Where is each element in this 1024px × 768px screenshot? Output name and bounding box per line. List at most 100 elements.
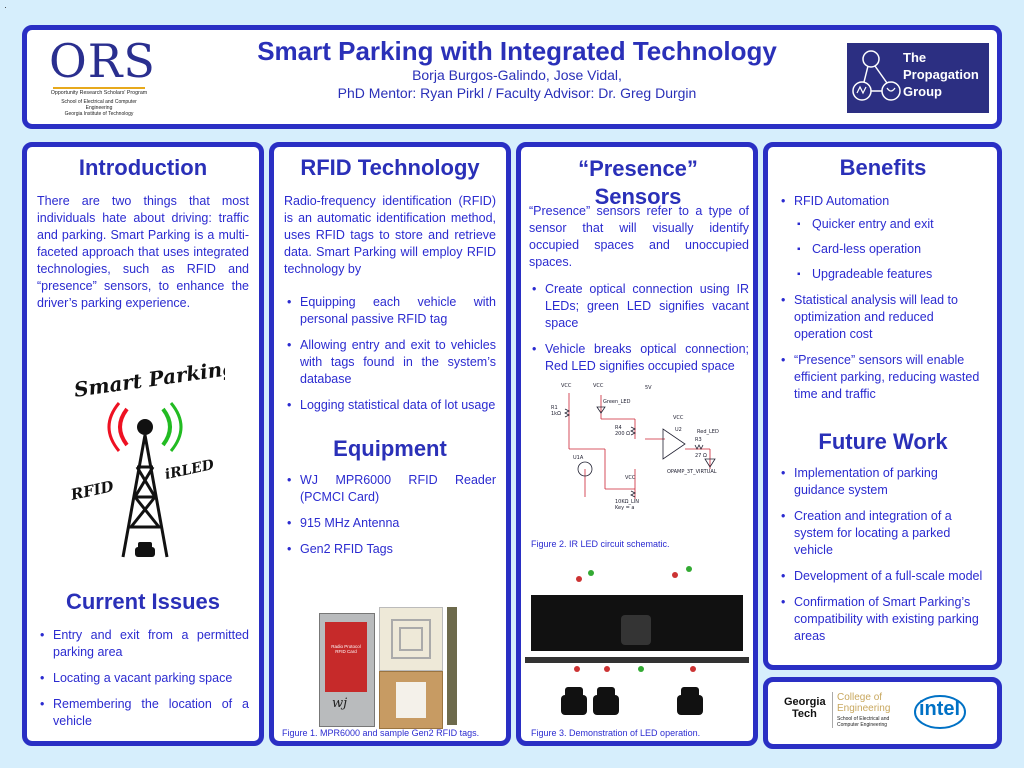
schematic-label: VCC (673, 415, 684, 421)
future-work-title: Future Work (818, 429, 948, 454)
figure2-caption: Figure 2. IR LED circuit schematic. (531, 539, 670, 549)
poster-title: Smart Parking with Integrated Technology (257, 36, 777, 66)
benefits-panel: Benefits RFID Automation Quicker entry a… (763, 142, 1002, 670)
authors: Borja Burgos-Galindo, Jose Vidal, (412, 67, 622, 83)
ors-logo-line1: Opportunity Research Scholars' Program (50, 90, 148, 96)
ors-logo-letters: ORS (49, 34, 156, 88)
schematic-label: R1 (551, 405, 558, 411)
propagation-network-icon (852, 50, 901, 101)
list-item: Create optical connection using IR LEDs;… (532, 281, 749, 332)
rfid-tag-image-2 (379, 671, 443, 729)
propagation-logo-line2: Propagation (903, 67, 979, 82)
list-item: Gen2 RFID Tags (287, 541, 496, 558)
parking-demo-image (521, 561, 753, 727)
rfid-panel: RFID Technology Radio-frequency identifi… (269, 142, 511, 746)
introduction-text: There are two things that most individua… (37, 194, 249, 310)
introduction-panel: Introduction There are two things that m… (22, 142, 264, 746)
rfid-list: Equipping each vehicle with personal pas… (284, 294, 496, 414)
list-item: Locating a vacant parking space (40, 670, 249, 687)
car-icon (561, 687, 703, 715)
header-panel: ORS Opportunity Research Scholars' Progr… (22, 25, 1002, 129)
figure3-caption: Figure 3. Demonstration of LED operation… (531, 728, 701, 738)
schematic-label: R3 (695, 437, 702, 443)
list-item: Statistical analysis will lead to optimi… (781, 292, 988, 343)
rfid-reader-card: Radio Protocol RFID Card wj (319, 613, 375, 727)
schematic-label: 27 Ω (695, 453, 707, 459)
schematic-label: 200 Ω (615, 431, 630, 437)
presence-text: “Presence” sensors refer to a type of se… (529, 204, 749, 269)
propagation-logo-line3: Group (903, 84, 942, 99)
rfid-title: RFID Technology (300, 155, 480, 180)
rfid-text: Radio-frequency identification (RFID) is… (284, 194, 496, 276)
mentors: PhD Mentor: Ryan Pirkl / Faculty Advisor… (337, 85, 697, 101)
current-issues-title: Current Issues (65, 589, 221, 614)
list-item: Logging statistical data of lot usage (287, 397, 496, 414)
list-item: Development of a full-scale model (781, 568, 988, 585)
car-icon (135, 542, 155, 557)
equipment-list: WJ MPR6000 RFID Reader (PCMCI Card) 915 … (284, 472, 496, 558)
list-item: Upgradeable features (797, 266, 988, 283)
smart-parking-graphic: Smart Parking RFID iRLED (68, 355, 225, 558)
list-item: Quicker entry and exit (797, 216, 988, 233)
ors-logo: ORS Opportunity Research Scholars' Progr… (49, 34, 156, 122)
list-item: Creation and integration of a system for… (781, 508, 988, 559)
list-item: Implementation of parking guidance syste… (781, 465, 988, 499)
figure1-caption: Figure 1. MPR6000 and sample Gen2 RFID t… (282, 728, 480, 738)
coe-line2: Engineering (837, 703, 891, 714)
list-item: Remembering the location of a vehicle (40, 696, 249, 730)
gt-line1: Georgia (784, 696, 826, 708)
schematic-label: Green_LED (603, 399, 631, 405)
ece-line2: Computer Engineering (837, 722, 888, 728)
equipment-photo: Radio Protocol RFID Card wj (319, 607, 467, 729)
irled-graphic-text: iRLED (164, 457, 217, 483)
corner-mark: · (4, 2, 7, 12)
benefits-list: RFID Automation Quicker entry and exit C… (778, 193, 988, 403)
equipment-title: Equipment (333, 436, 447, 461)
schematic-label: OPAMP_3T_VIRTUAL (667, 469, 717, 475)
propagation-logo-line1: The (903, 50, 927, 65)
schematic-label: VCC (561, 383, 572, 389)
georgia-tech-logo: Georgia Tech (784, 696, 826, 720)
list-item: Vehicle breaks optical connection; Red L… (532, 341, 749, 375)
list-item: RFID Automation Quicker entry and exit C… (781, 193, 988, 283)
intel-text: intel (919, 698, 961, 720)
schematic-label: Red_LED (697, 429, 719, 435)
current-issues-list: Entry and exit from a permitted parking … (37, 627, 249, 730)
presence-title: “Presence” Sensors (578, 156, 698, 209)
list-item: 915 MHz Antenna (287, 515, 496, 532)
list-item: Confirmation of Smart Parking’s compatib… (781, 594, 988, 645)
schematic-label: R4 (615, 425, 622, 431)
smart-parking-graphic-text: Smart Parking (72, 355, 225, 401)
schematic-label: 10KΩ_LIN (615, 499, 639, 505)
list-item: Card-less operation (797, 241, 988, 258)
list-item: Allowing entry and exit to vehicles with… (287, 337, 496, 388)
sponsor-logos-panel: Georgia Tech College of Engineering Scho… (763, 677, 1002, 749)
card-label: Radio Protocol RFID Card (331, 644, 361, 654)
presence-list: Create optical connection using IR LEDs;… (529, 281, 749, 375)
rfid-tag-image (379, 607, 443, 671)
propagation-group-logo: The Propagation Group (847, 43, 989, 113)
coe-line1: College of (837, 692, 883, 703)
card-brand: wj (332, 696, 348, 711)
future-work-list: Implementation of parking guidance syste… (778, 465, 988, 645)
ors-logo-line2: School of Electrical and Computer Engine… (61, 99, 137, 111)
schematic-label: VCC (625, 475, 636, 481)
intel-logo: intel (913, 692, 967, 732)
list-item: Equipping each vehicle with personal pas… (287, 294, 496, 328)
schematic-label: Key = a (615, 505, 635, 511)
benefit-text: RFID Automation (794, 194, 890, 208)
list-item: WJ MPR6000 RFID Reader (PCMCI Card) (287, 472, 496, 506)
antenna-image (447, 607, 457, 725)
introduction-title: Introduction (78, 155, 208, 180)
schematic-label: 1kΩ (551, 411, 561, 417)
schematic-label: VCC (593, 383, 604, 389)
benefits-title: Benefits (839, 155, 927, 180)
presence-panel: “Presence” Sensors “Presence” sensors re… (516, 142, 758, 746)
list-item: “Presence” sensors will enable efficient… (781, 352, 988, 403)
ece-line1: School of Electrical and (837, 716, 890, 722)
gt-line2: Tech (792, 708, 817, 720)
schematic-label: U2 (675, 427, 682, 433)
ir-led-schematic: VCC VCC VCC VCC R1 1kΩ Green_LED R4 200 … (551, 383, 719, 511)
list-item: Entry and exit from a permitted parking … (40, 627, 249, 661)
ors-logo-line3: Georgia Institute of Technology (64, 111, 134, 117)
